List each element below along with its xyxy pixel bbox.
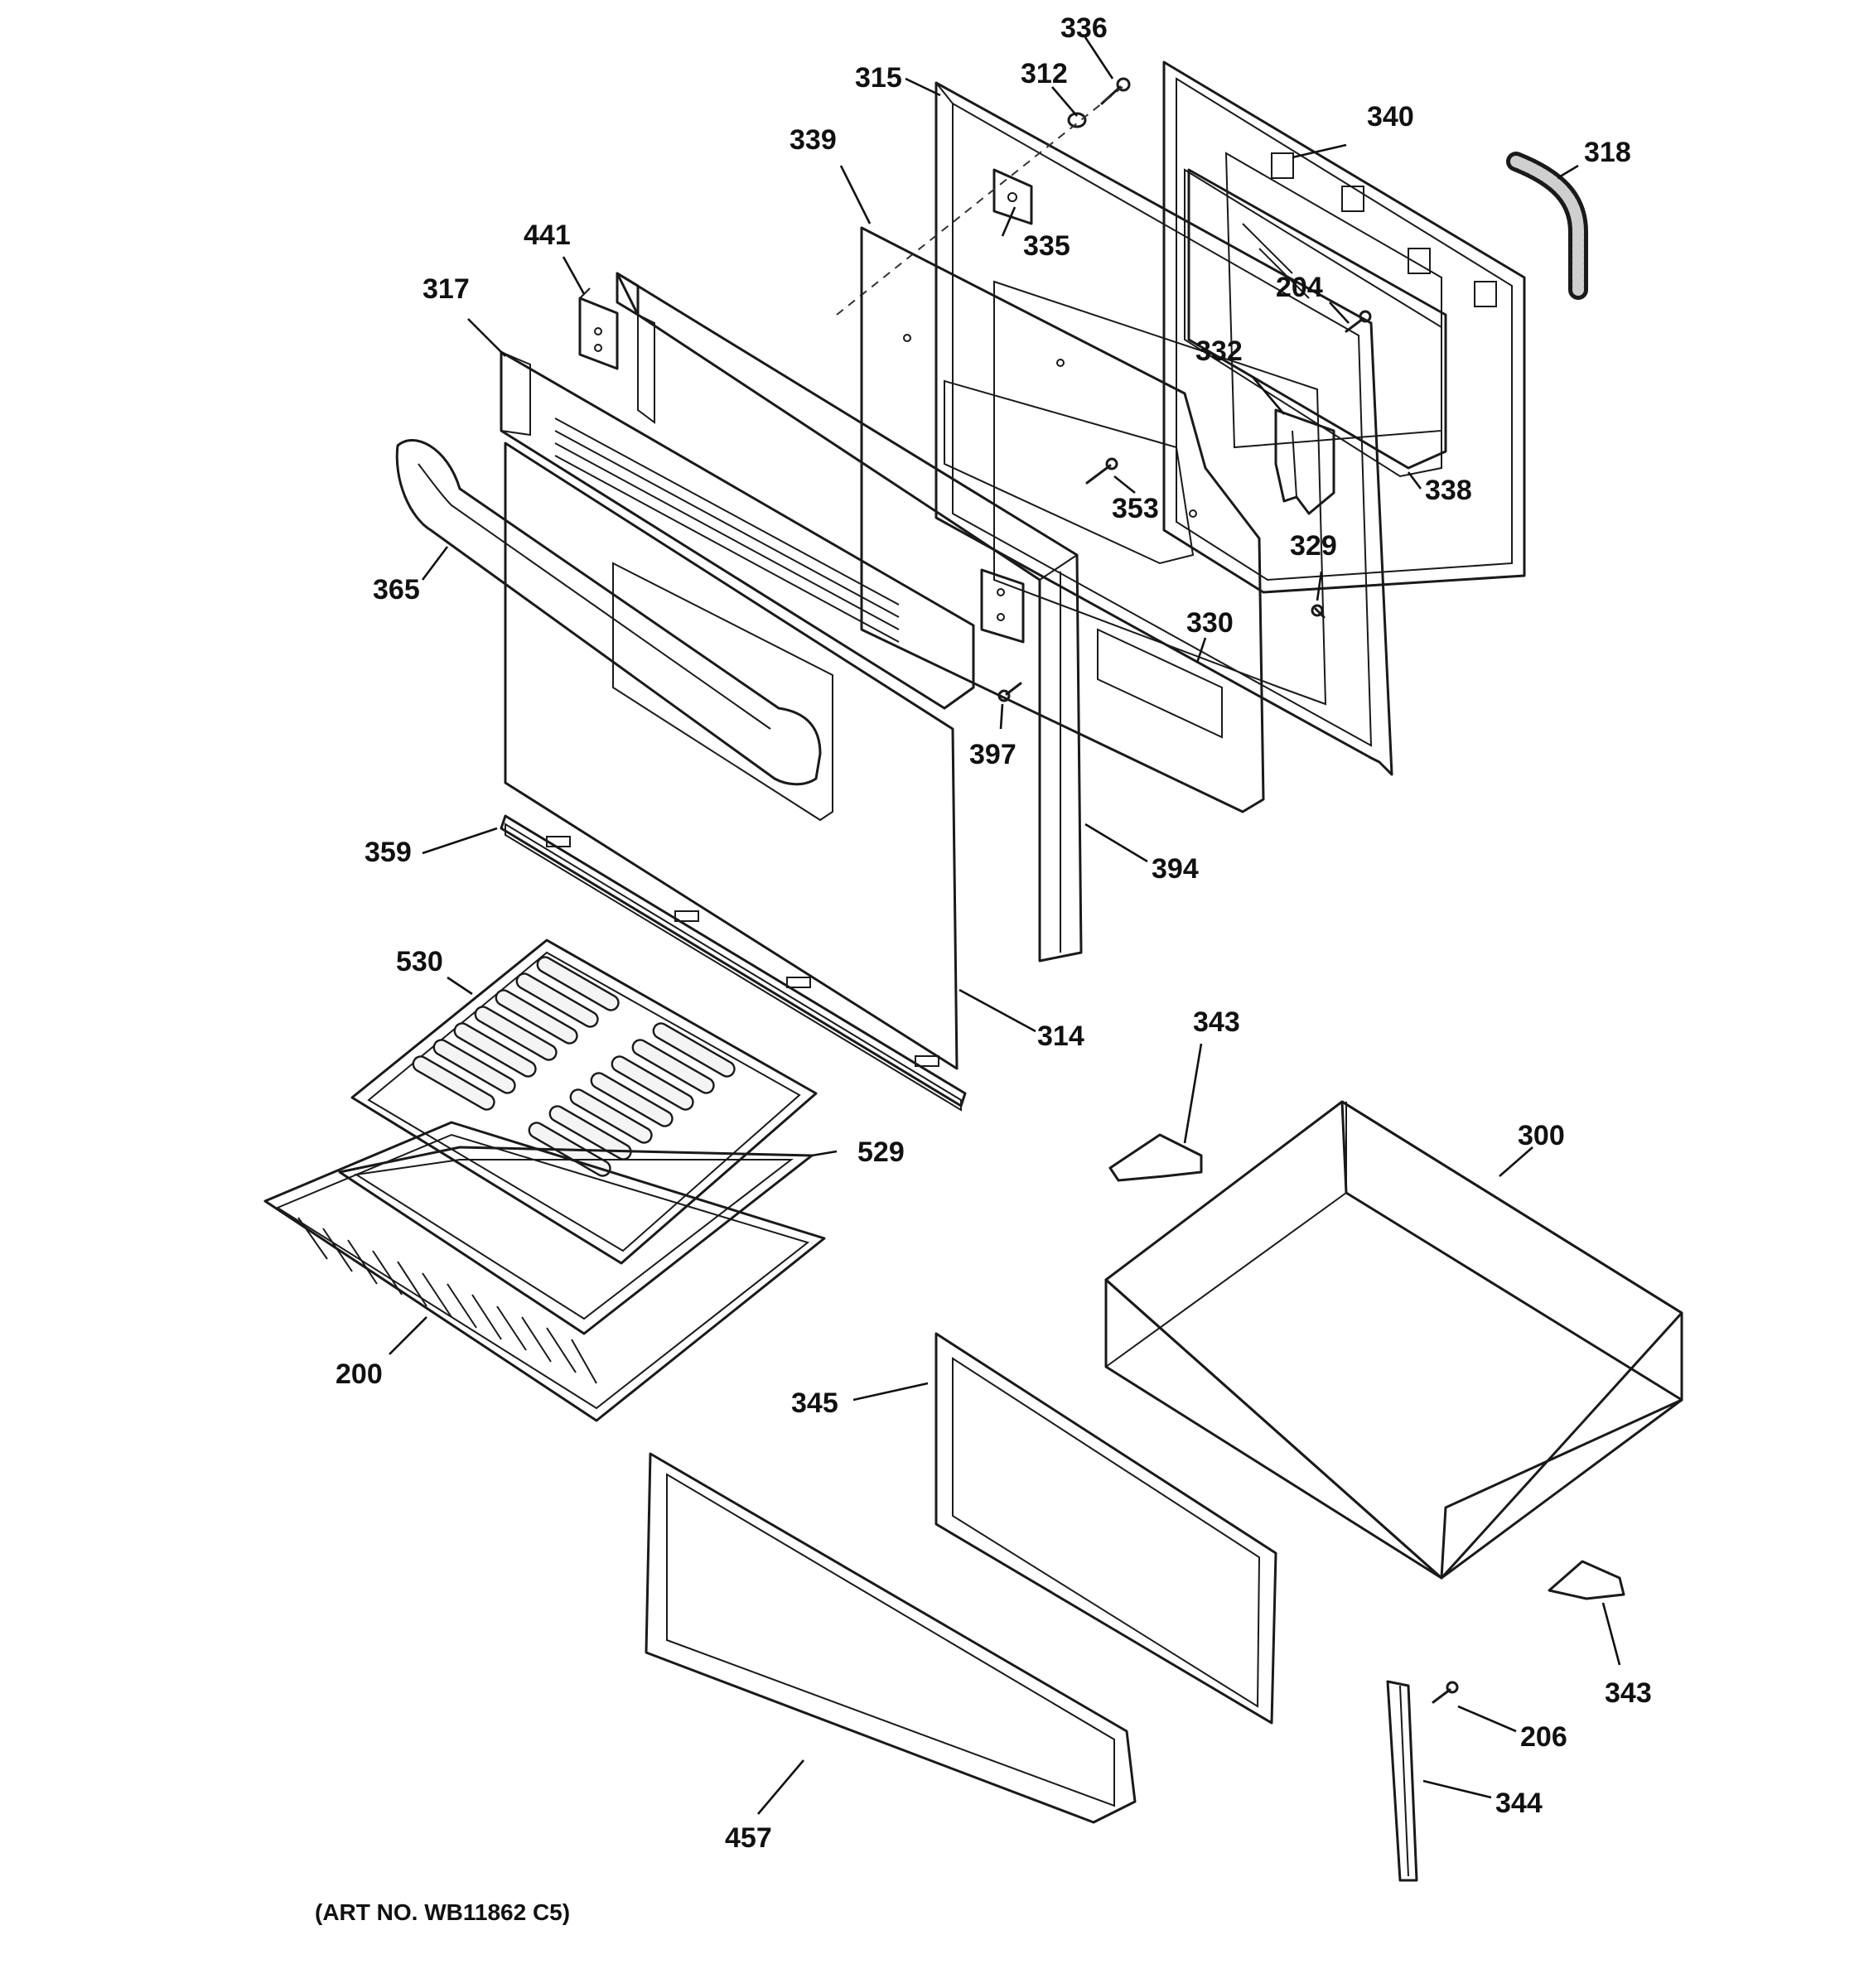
label-529: 529: [857, 1136, 905, 1168]
label-315: 315: [855, 62, 902, 94]
part-530-broiler-pan-top: [350, 939, 818, 1265]
label-343-lower: 343: [1605, 1677, 1652, 1709]
part-labels: 336 312 315 340 318 339 335 441 317 204 …: [336, 12, 1652, 1854]
label-340: 340: [1367, 101, 1414, 133]
part-206-screw: [1432, 1681, 1459, 1704]
part-332-insulation: [1274, 408, 1335, 515]
label-332: 332: [1195, 335, 1243, 367]
label-200: 200: [336, 1358, 383, 1390]
part-397-screw: [997, 682, 1022, 702]
label-394: 394: [1152, 853, 1199, 885]
label-359: 359: [365, 837, 412, 868]
label-318: 318: [1584, 137, 1631, 168]
part-365-door-handle: [395, 439, 822, 786]
label-300: 300: [1518, 1120, 1565, 1151]
rack-wires: [297, 1217, 597, 1384]
label-317: 317: [423, 273, 470, 305]
art-number-caption: (ART NO. WB11862 C5): [315, 1899, 570, 1925]
part-343-drawer-slide-upper: [1108, 1133, 1203, 1182]
label-338: 338: [1425, 475, 1472, 506]
broiler-slots: [412, 956, 736, 1177]
part-318-gasket: [1506, 152, 1588, 300]
part-317-vent-trim: [500, 350, 975, 710]
part-339-inner-door-liner: [860, 226, 1265, 813]
part-300-drawer-box: [1104, 1100, 1683, 1580]
label-330: 330: [1186, 607, 1234, 639]
part-359-bottom-trim: [500, 814, 967, 1112]
label-329: 329: [1290, 530, 1337, 562]
label-457: 457: [725, 1822, 772, 1854]
part-204-screw: [1345, 310, 1372, 333]
part-335-hinge-bracket: [992, 168, 1033, 225]
label-365: 365: [373, 574, 420, 606]
part-457-drawer-front: [645, 1452, 1137, 1824]
label-397: 397: [969, 739, 1017, 770]
part-338-window-glass: [1187, 168, 1447, 470]
label-206: 206: [1520, 1721, 1567, 1753]
part-312-nut: [1067, 112, 1087, 128]
label-344: 344: [1495, 1788, 1543, 1819]
label-345: 345: [791, 1387, 838, 1419]
part-340-outer-door-panel: [1162, 60, 1526, 594]
part-314-outer-door-panel: [504, 442, 959, 1070]
part-353-screw: [1085, 457, 1118, 485]
part-345-drawer-panel: [934, 1332, 1277, 1725]
part-hinge-right: [980, 568, 1025, 644]
label-353: 353: [1112, 493, 1159, 524]
part-394-door-frame: [616, 272, 1083, 963]
label-335: 335: [1023, 230, 1070, 262]
part-200-oven-rack: [263, 1121, 826, 1422]
part-344-drawer-rail: [1386, 1680, 1418, 1882]
label-204: 204: [1276, 272, 1323, 303]
label-312: 312: [1021, 58, 1068, 89]
label-314: 314: [1037, 1021, 1084, 1052]
leader-lines: [389, 36, 1621, 1815]
part-343-drawer-slide-lower: [1548, 1560, 1625, 1600]
part-329-screw: [1311, 604, 1326, 619]
label-441: 441: [524, 220, 571, 251]
label-336: 336: [1060, 12, 1108, 44]
part-441-hinge: [578, 287, 619, 370]
label-339: 339: [790, 124, 837, 156]
label-530: 530: [396, 946, 443, 977]
part-315-inner-door-frame: [934, 81, 1393, 776]
label-343-upper: 343: [1193, 1006, 1240, 1038]
